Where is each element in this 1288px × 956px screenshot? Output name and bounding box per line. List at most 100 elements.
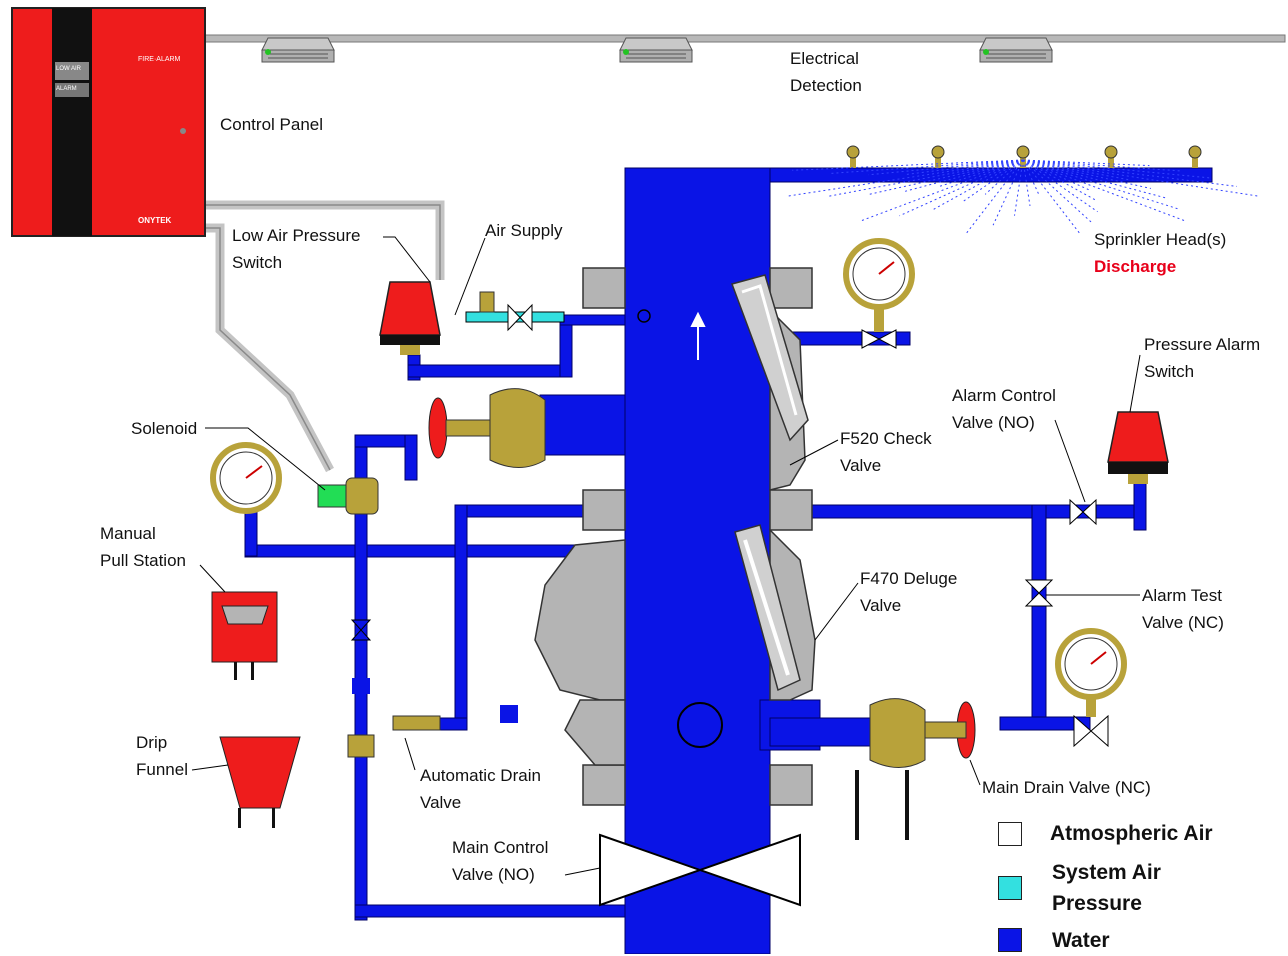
spray-line [1022, 159, 1031, 206]
panel-module-b: ALARM [56, 86, 77, 92]
solenoid-valve-icon [317, 477, 379, 515]
spray-line [1022, 159, 1150, 167]
label-electrical-line-1: Electrical [790, 49, 859, 68]
panel-brand-label: FIRE·ALARM [138, 56, 181, 63]
electrical-detection-circuit [204, 34, 1286, 63]
label-low-air-line-2: Switch [232, 253, 283, 272]
panel-bottom-label: ONYTEK [138, 216, 172, 225]
label-pressure-alarm-switch: Pressure Alarm Switch [1144, 331, 1260, 385]
pressure-gauge-icon [210, 442, 282, 514]
label-auto-drain-line-2: Valve [420, 793, 462, 812]
label-air-supply: Air Supply [485, 221, 563, 240]
priming-trim-valves [347, 619, 375, 758]
label-automatic-drain-valve: Automatic Drain Valve [420, 762, 541, 816]
label-check-valve: F520 Check Valve [840, 425, 932, 479]
spray-line [1022, 159, 1237, 187]
legend-system-air-line-2: Pressure [1052, 892, 1142, 915]
label-main-control-valve: Main Control Valve (NO) [452, 834, 548, 888]
sprinkler-head-icon [1104, 145, 1118, 168]
legend-system-air-line-1: System Air [1052, 861, 1161, 884]
label-deluge-line-1: F470 Deluge [860, 569, 958, 588]
spray-line [1022, 159, 1040, 196]
spray-line [1022, 159, 1211, 179]
spray-line [1022, 159, 1182, 172]
spray-line [1014, 159, 1024, 216]
deluge-clapper [734, 524, 801, 692]
heat-detector-icon [979, 37, 1053, 63]
legend-swatch-atmospheric-air [998, 822, 1022, 846]
spray-line [984, 159, 1024, 195]
label-alarm-control-line-2: Valve (NO) [952, 413, 1035, 432]
alarm-test-valve-icon [1024, 579, 1054, 607]
spray-line [861, 159, 1024, 221]
spray-line [904, 159, 1024, 192]
check-valve-clapper [731, 274, 809, 442]
pressure-gauge-icon [843, 238, 915, 349]
label-manual-line-2: Pull Station [100, 551, 186, 570]
label-main-control-line-1: Main Control [452, 838, 549, 857]
label-alarm-test-valve: Alarm Test Valve (NC) [1142, 582, 1224, 636]
spray-line [1022, 159, 1091, 192]
heat-detector-icon [619, 37, 693, 63]
main-control-valve-icon [599, 833, 801, 907]
label-sprinkler-line-2: Discharge [1094, 257, 1177, 276]
label-auto-drain-line-1: Automatic Drain [420, 766, 541, 785]
spray-line [992, 159, 1024, 226]
spray-line [1022, 159, 1179, 210]
spray-line [965, 159, 1024, 235]
drip-funnel-icon [219, 736, 301, 828]
spray-line [1022, 159, 1098, 202]
label-alarm-test-line-2: Valve (NC) [1142, 613, 1224, 632]
spray-line [828, 159, 1024, 197]
spray-line [1022, 159, 1151, 189]
legend-swatch-water [998, 928, 1022, 952]
spray-line [830, 159, 1024, 174]
legend-label-system-air: System Air Pressure [1052, 857, 1161, 919]
label-drip-line-2: Funnel [136, 760, 188, 779]
spray-line [932, 159, 1024, 211]
spray-line [867, 159, 1024, 196]
manual-pull-station-icon [211, 591, 278, 680]
label-check-line-1: F520 Check [840, 429, 932, 448]
label-alarm-control-line-1: Alarm Control [952, 386, 1056, 405]
legend-label-water: Water [1052, 929, 1110, 952]
label-check-line-2: Valve [840, 456, 882, 475]
control-panel [11, 7, 206, 237]
water-spray [787, 159, 1259, 235]
label-manual-pull-station: Manual Pull Station [100, 520, 186, 574]
label-alarm-control-valve: Alarm Control Valve (NO) [952, 382, 1056, 436]
label-electrical-detection: Electrical Detection [790, 45, 862, 99]
label-solenoid: Solenoid [131, 419, 198, 438]
spray-line [868, 159, 1024, 176]
label-deluge-valve: F470 Deluge Valve [860, 565, 957, 619]
label-main-control-line-2: Valve (NO) [452, 865, 535, 884]
control-wiring [205, 200, 445, 473]
label-alarm-test-line-1: Alarm Test [1142, 586, 1222, 605]
spray-line [1022, 159, 1185, 221]
label-drip-funnel: Drip Funnel [136, 729, 188, 783]
sprinkler-head-icon [1188, 145, 1202, 168]
label-electrical-line-2: Detection [790, 76, 862, 95]
label-sprinkler-heads: Sprinkler Head(s) Discharge [1094, 226, 1226, 280]
panel-module-a: LOW AIR [56, 66, 82, 72]
pressure-alarm-switch-icon [1107, 411, 1169, 484]
spray-line [1022, 159, 1130, 181]
spray-line [1022, 159, 1098, 213]
automatic-drain-valve-icon [392, 705, 518, 731]
label-pressure-alarm-line-2: Switch [1144, 362, 1195, 381]
label-manual-line-1: Manual [100, 524, 156, 543]
spray-line [1022, 159, 1093, 224]
low-air-pressure-switch-icon [379, 281, 441, 355]
label-main-drain-valve: Main Drain Valve (NC) [982, 778, 1151, 797]
label-low-air-pressure-switch: Low Air Pressure Switch [232, 222, 361, 276]
label-pressure-alarm-line-1: Pressure Alarm [1144, 335, 1261, 354]
label-drip-line-1: Drip [136, 733, 168, 752]
main-drain-valve-icon [855, 698, 976, 840]
label-control-panel: Control Panel [220, 115, 324, 134]
inlet-hand-wheel-valve-icon [428, 388, 546, 468]
spray-line [792, 159, 1024, 171]
label-deluge-line-2: Valve [860, 596, 902, 615]
legend-swatch-system-air [998, 876, 1022, 900]
leader-lines [191, 236, 1141, 876]
